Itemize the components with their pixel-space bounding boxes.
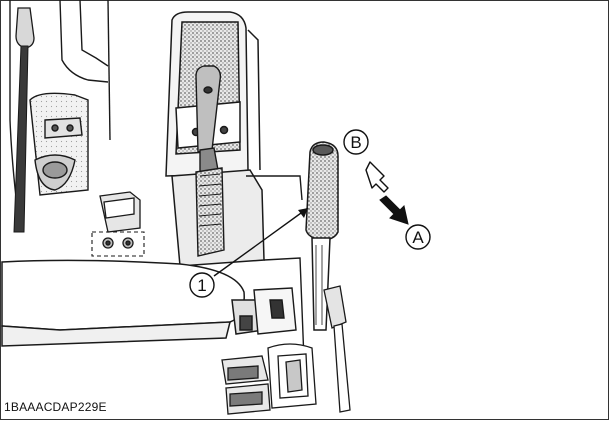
callout-direction-b: B: [343, 129, 369, 155]
callout-b-label: B: [350, 133, 361, 152]
control-console: [165, 11, 265, 267]
callout-part-1: 1: [189, 272, 215, 298]
direction-b-arrow: [365, 161, 389, 193]
figure-code: 1BAAACDAP229E: [4, 400, 107, 414]
right-cab-panel: [246, 175, 305, 361]
callout-1-label: 1: [197, 276, 206, 295]
joystick-lever: [195, 65, 225, 257]
callout-a-label: A: [412, 228, 424, 247]
left-shift-lever: [13, 7, 35, 233]
auxiliary-lever: [323, 285, 351, 413]
mounting-bracket: [91, 191, 145, 257]
callout-1-leader: [213, 207, 309, 277]
callout-direction-a: A: [405, 224, 431, 250]
seat-armrest: [1, 259, 265, 347]
floor-switches: [221, 343, 317, 415]
callout-1-arrowhead: [298, 208, 308, 218]
hand-throttle-lever: [305, 141, 339, 331]
direction-a-arrow: [379, 195, 409, 225]
